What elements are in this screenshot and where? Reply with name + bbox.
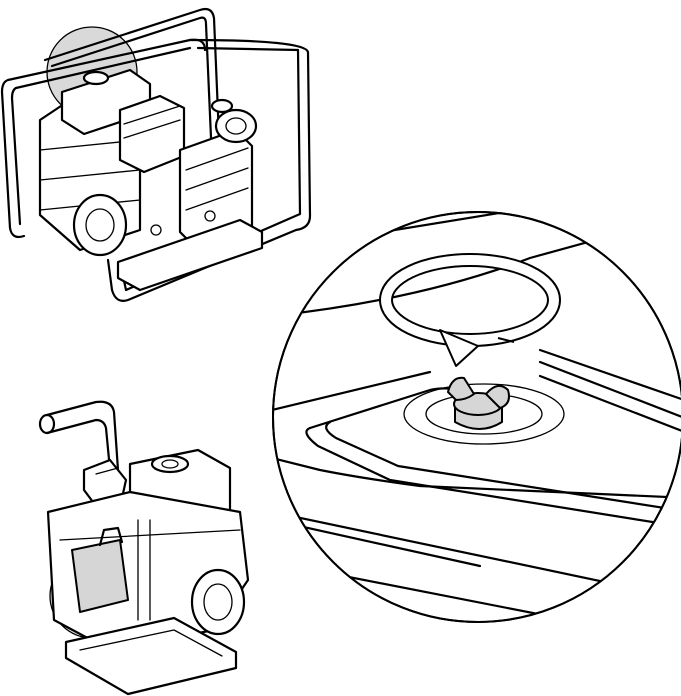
fuel-cap-detail — [272, 211, 681, 623]
air-cleaner — [71, 539, 129, 613]
rotate-arrow-icon — [379, 253, 561, 367]
pump-fuel-cap — [82, 70, 110, 86]
fuel-cap-icon — [447, 376, 510, 430]
engine-icon — [38, 400, 250, 696]
handle-grip — [38, 413, 56, 435]
water-pump-icon — [0, 7, 312, 302]
